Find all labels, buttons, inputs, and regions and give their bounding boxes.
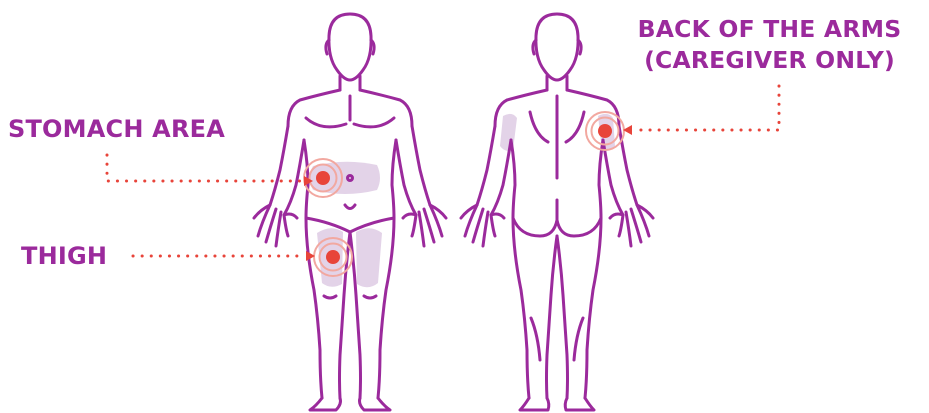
label-back-of-arms-line1: BACK OF THE ARMS — [612, 14, 927, 45]
shaded-back-arm-left — [500, 114, 517, 151]
target-thigh — [314, 238, 352, 276]
label-stomach-area: STOMACH AREA — [8, 117, 225, 141]
leader-back-arm — [634, 86, 779, 130]
front-body-outline — [254, 14, 446, 410]
shaded-thigh-right — [356, 228, 382, 287]
label-back-of-arms: BACK OF THE ARMS (CAREGIVER ONLY) — [612, 14, 927, 77]
target-back-arm — [586, 112, 624, 150]
label-back-of-arms-line2: (CAREGIVER ONLY) — [612, 45, 927, 76]
leader-stomach — [107, 155, 302, 181]
label-thigh: THIGH — [21, 244, 107, 268]
target-stomach — [304, 159, 342, 197]
leader-lines — [107, 86, 779, 256]
